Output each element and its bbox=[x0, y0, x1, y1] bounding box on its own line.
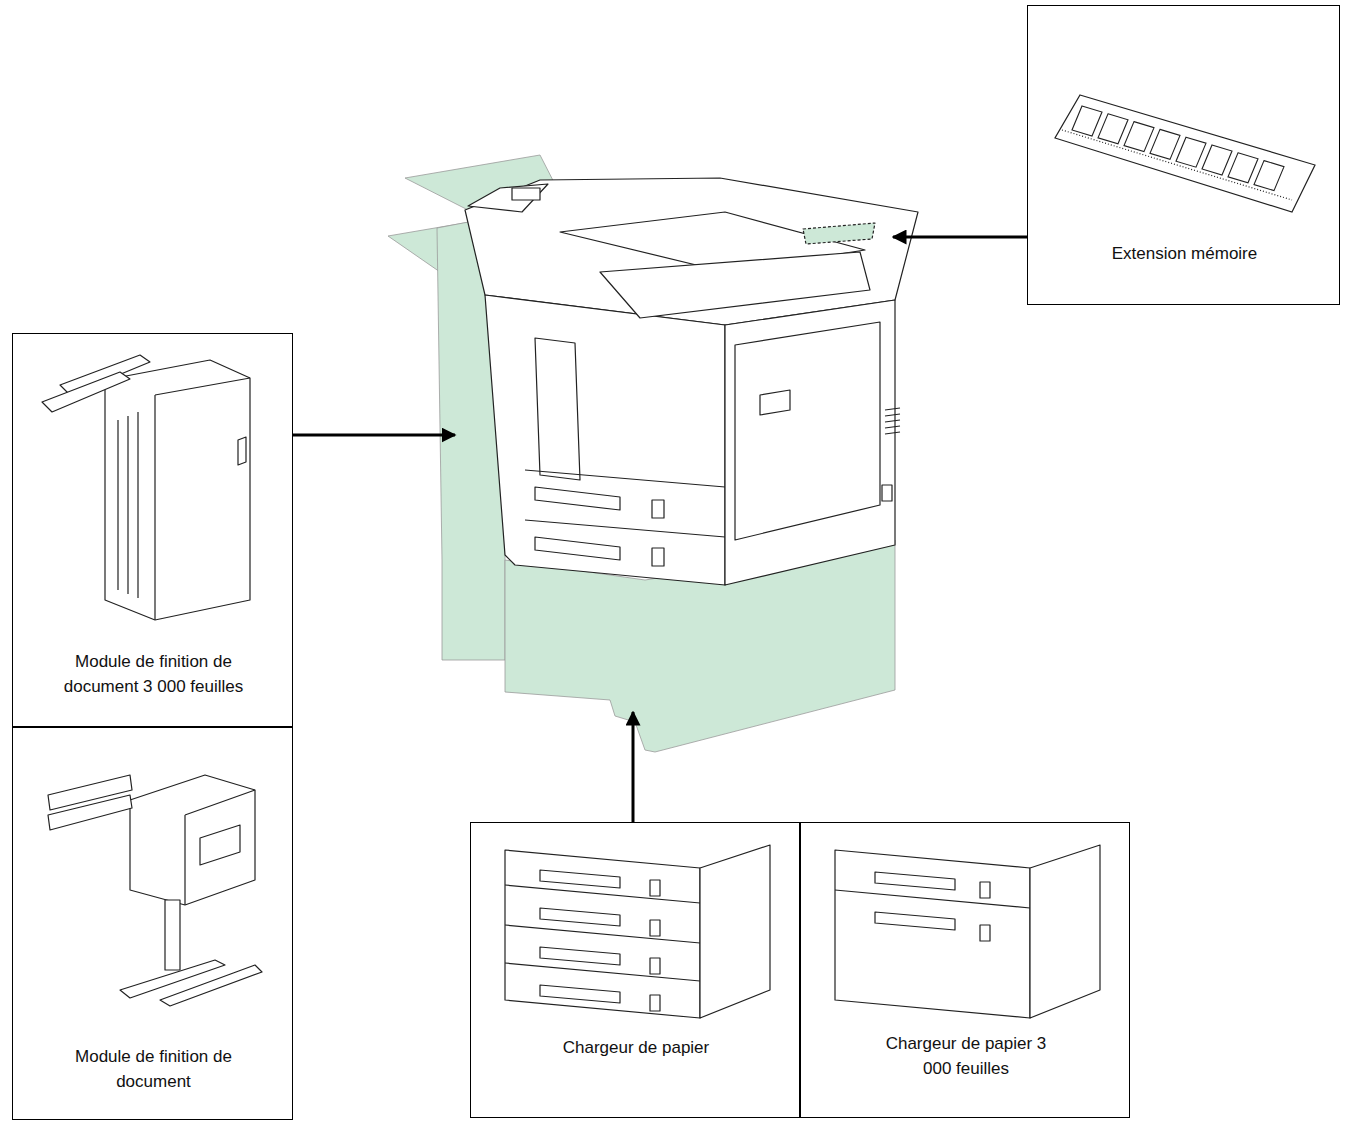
memory-chip bbox=[1254, 161, 1284, 191]
feeder-front bbox=[835, 850, 1030, 1018]
memory-chip bbox=[1176, 137, 1206, 167]
feeder-side bbox=[1030, 845, 1100, 1018]
drawer-line bbox=[505, 885, 700, 981]
vent bbox=[885, 408, 900, 434]
finisher-tray bbox=[48, 795, 132, 830]
label-block: Chargeur de papier 3 000 feuilles bbox=[876, 1031, 1056, 1081]
drawer-indicator bbox=[980, 925, 990, 941]
drawer-handle bbox=[875, 912, 955, 930]
arrow bbox=[632, 712, 635, 822]
drawer-line bbox=[525, 470, 725, 537]
label-block: Module de finition de document bbox=[48, 1044, 259, 1094]
stand-leg bbox=[160, 965, 262, 1006]
memory-contacts bbox=[1062, 130, 1292, 200]
memory-chip bbox=[1098, 114, 1128, 144]
feeder-side bbox=[700, 845, 770, 1018]
finisher-stand bbox=[165, 900, 180, 970]
option-label: Chargeur de papier 3 000 feuilles bbox=[876, 1031, 1056, 1081]
memory-chip bbox=[1072, 106, 1102, 136]
arrow bbox=[893, 236, 1027, 239]
panel-display bbox=[512, 188, 540, 200]
option-box: Chargeur de papier bbox=[470, 822, 800, 1118]
printer-front bbox=[485, 295, 725, 585]
mp-tray-grip bbox=[760, 390, 790, 415]
drawer-handle bbox=[540, 985, 620, 1003]
drawer-handle bbox=[540, 947, 620, 965]
finisher-edge bbox=[155, 378, 250, 620]
finisher-latch bbox=[238, 437, 246, 465]
memory-chip bbox=[1124, 122, 1154, 152]
finisher-body bbox=[130, 775, 255, 905]
drawer-indicator bbox=[980, 882, 990, 898]
control-panel bbox=[468, 184, 548, 212]
mp-tray bbox=[735, 322, 880, 540]
finisher-body bbox=[105, 360, 250, 620]
label-block: Extension mémoire bbox=[1028, 241, 1341, 266]
drawer-handle bbox=[535, 537, 620, 560]
drawer-line bbox=[835, 890, 1030, 908]
option-box: Chargeur de papier 3 000 feuilles bbox=[800, 822, 1130, 1118]
option-label: Module de finition de document bbox=[48, 1044, 259, 1094]
drawer-indicator bbox=[650, 958, 660, 974]
memory-chip bbox=[1202, 145, 1232, 175]
feeder-front bbox=[505, 850, 700, 1018]
memory-module bbox=[1055, 95, 1315, 212]
side-port bbox=[882, 485, 892, 501]
arrow bbox=[293, 434, 455, 437]
drawer-handle bbox=[535, 487, 620, 510]
drawer-indicator bbox=[650, 995, 660, 1011]
drawer-indicator bbox=[650, 920, 660, 936]
label-block: Module de finition de document 3 000 feu… bbox=[48, 649, 259, 699]
option-box: Module de finition de document bbox=[12, 727, 293, 1120]
printer-side bbox=[725, 300, 895, 585]
option-box: Extension mémoire bbox=[1027, 5, 1340, 305]
memory-slot bbox=[803, 223, 875, 244]
drawer-indicator bbox=[650, 880, 660, 896]
option-box: Module de finition de document 3 000 feu… bbox=[12, 333, 293, 727]
finisher-rail bbox=[118, 412, 138, 598]
finisher-tray bbox=[42, 372, 130, 412]
label-block: Chargeur de papier bbox=[471, 1035, 801, 1060]
drawer-handle bbox=[540, 908, 620, 926]
memory-chip bbox=[1228, 153, 1258, 183]
option-label: Extension mémoire bbox=[1028, 241, 1341, 266]
output-tray bbox=[600, 252, 870, 318]
drawer-indicator bbox=[652, 548, 664, 566]
option-label: Chargeur de papier bbox=[471, 1035, 801, 1060]
drawer-handle bbox=[875, 872, 955, 890]
memory-chip bbox=[1150, 129, 1180, 159]
drawer-indicator bbox=[652, 500, 664, 518]
finisher-edge bbox=[185, 790, 255, 905]
finisher-window bbox=[200, 825, 240, 865]
option-label: Module de finition de document 3 000 feu… bbox=[48, 649, 259, 699]
drawer-handle bbox=[540, 870, 620, 888]
front-cover bbox=[535, 338, 580, 480]
stand-leg bbox=[120, 960, 225, 998]
